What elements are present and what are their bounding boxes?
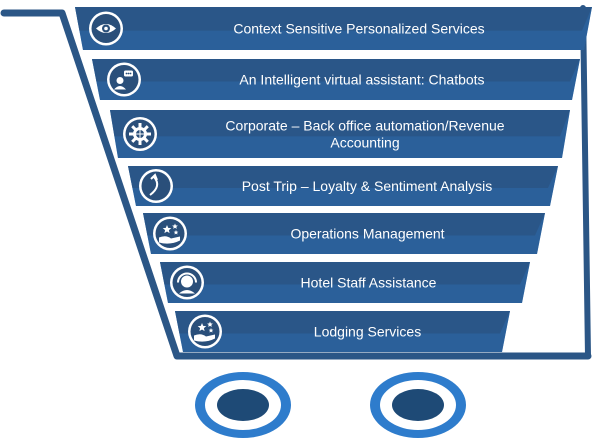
tier-label: Lodging Services	[314, 324, 421, 340]
eye-icon	[89, 11, 123, 46]
chatbot-assistant-icon	[107, 62, 141, 97]
tier-band	[175, 311, 510, 352]
tier-label: Context Sensitive Personalized Services	[233, 21, 484, 37]
gear-globe-icon	[123, 117, 157, 151]
tier-label: Corporate – Back office automation/Reven…	[225, 118, 504, 134]
tier-label: Accounting	[330, 135, 399, 151]
tier-4: Post Trip – Loyalty & Sentiment Analysis	[128, 166, 558, 206]
tier-band	[92, 59, 580, 100]
hand-stars-icon	[153, 216, 187, 251]
cart-handle	[0, 9, 592, 360]
tier-label: Post Trip – Loyalty & Sentiment Analysis	[242, 178, 493, 194]
tier-label: Hotel Staff Assistance	[301, 275, 437, 291]
tier-2: An Intelligent virtual assistant: Chatbo…	[92, 59, 580, 100]
headset-agent-icon	[170, 265, 204, 300]
tier-5: Operations Management	[143, 213, 545, 254]
hand-stars-icon	[188, 314, 222, 349]
tier-band	[143, 213, 545, 254]
tier-6: Hotel Staff Assistance	[160, 262, 530, 303]
cart-wheel-right	[370, 372, 466, 438]
tier-band	[110, 110, 570, 158]
tier-3: Corporate – Back office automation/Reven…	[110, 110, 570, 158]
tier-label: An Intelligent virtual assistant: Chatbo…	[239, 72, 484, 88]
tier-band	[160, 262, 530, 303]
cart-wheel-left	[195, 372, 291, 438]
tier-label: Operations Management	[290, 226, 444, 242]
tier-band	[75, 7, 592, 50]
tier-7: Lodging Services	[175, 311, 510, 352]
tier-1: Context Sensitive Personalized Services	[75, 7, 592, 50]
tier-band	[128, 166, 558, 206]
tier-list: Context Sensitive Personalized ServicesA…	[75, 7, 592, 352]
cart-right-edge	[580, 5, 591, 359]
sentiment-arrow-icon	[139, 169, 173, 203]
